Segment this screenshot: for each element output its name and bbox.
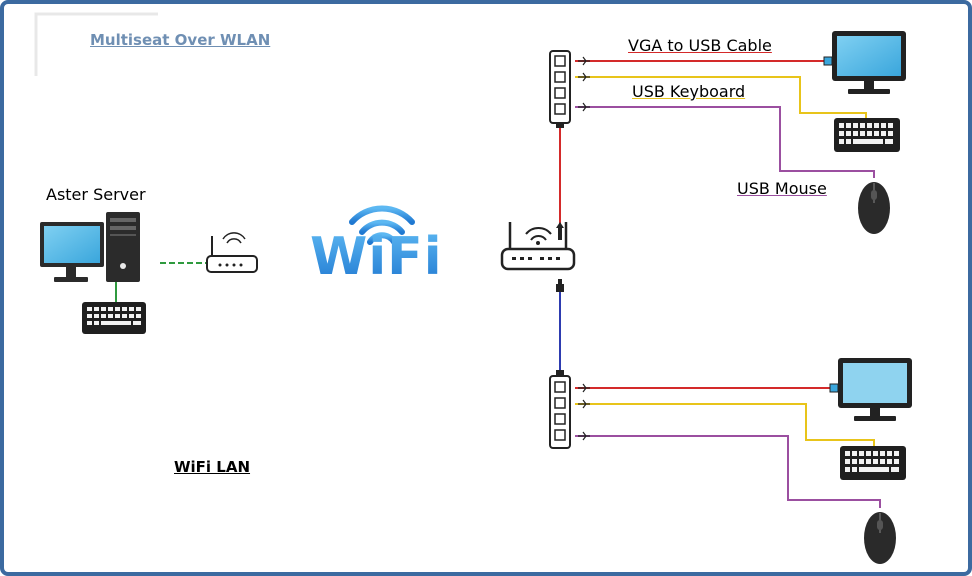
- usb-hub-icon: [549, 50, 590, 128]
- display-cable-label: VGA to USB Cable: [628, 36, 772, 55]
- top-keyboard-icon: [834, 118, 900, 152]
- bottom-mouse-icon: [864, 512, 896, 564]
- bottom-keyboard-icon: [840, 446, 906, 480]
- bottom-mouse-cable: [575, 435, 881, 508]
- wifi-logo-text: WiFi: [310, 227, 443, 287]
- diagram-title: Multiseat Over WLAN: [90, 31, 271, 49]
- central-router-icon: [500, 222, 576, 292]
- server-label: Aster Server: [46, 185, 146, 204]
- mouse-cable-label: USB Mouse: [737, 179, 827, 198]
- router-icon: [206, 232, 258, 273]
- frame-corner-mark: [34, 12, 158, 76]
- server-keyboard-icon: [82, 302, 146, 334]
- wifi-logo-icon: WiFi: [310, 205, 443, 287]
- bottom-monitor-icon: [829, 358, 912, 421]
- server-pc-icon: [40, 212, 140, 282]
- bottom-keyboard-cable: [575, 403, 875, 446]
- top-monitor-icon: [823, 31, 906, 94]
- top-mouse-cable: [575, 106, 875, 178]
- keyboard-cable-label: USB Keyboard: [632, 82, 746, 101]
- usb-hub-icon-bottom: [549, 370, 590, 449]
- top-mouse-icon: [858, 182, 890, 234]
- network-label: WiFi LAN: [174, 458, 251, 476]
- top-keyboard-cable: [575, 76, 867, 118]
